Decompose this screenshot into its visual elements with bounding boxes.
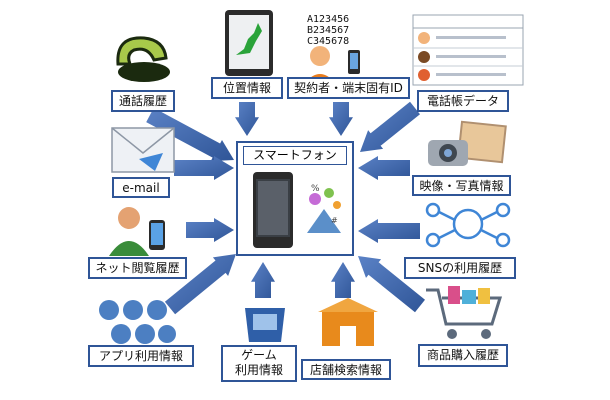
app-usage-label: アプリ利用情報 (88, 345, 194, 367)
shopping-cart-icon (426, 286, 503, 339)
game-console-icon (245, 308, 285, 342)
phonebook-label: 電話帳データ (417, 90, 509, 112)
game-label-line1: ゲーム (241, 348, 277, 362)
device-id-1: A123456 (307, 14, 350, 25)
arrow-phonebook (360, 101, 420, 152)
sns-network-icon (425, 202, 511, 248)
svg-text:#: # (331, 216, 338, 225)
contractor-id-label: 契約者・端末固有ID (287, 77, 410, 99)
arrow-purchase-history (358, 256, 425, 313)
device-id-2: B234567 (307, 25, 350, 36)
store-search-label: 店舗検索情報 (301, 359, 391, 380)
envelope-icon (111, 127, 175, 173)
arrow-net-browsing (186, 218, 234, 242)
telephone-icon (116, 36, 170, 82)
arrow-video-photo (358, 156, 410, 180)
smartphone-icon (253, 172, 293, 248)
email-label: e-mail (112, 177, 170, 198)
arrow-store-search (331, 262, 355, 298)
arrow-app-usage (164, 254, 236, 315)
purchase-history-label: 商品購入履歴 (418, 344, 508, 367)
arrow-location (235, 102, 259, 136)
person-browsing-icon (109, 207, 165, 256)
location-label: 位置情報 (211, 77, 283, 99)
arrow-sns-history (358, 219, 420, 243)
camera-photo-icon (428, 120, 507, 166)
phonebook-icon (412, 14, 524, 86)
sns-history-label: SNSの利用履歴 (404, 257, 516, 279)
arrow-email (174, 156, 234, 180)
arrow-call-history (146, 107, 234, 162)
svg-text:%: % (311, 184, 320, 194)
app-icons-icon (99, 300, 176, 344)
center-label: スマートフォン (243, 146, 347, 165)
arrow-game (251, 262, 275, 298)
arrow-contractor-id (329, 102, 353, 136)
net-browsing-label: ネット閲覧履歴 (88, 257, 187, 279)
map-phone-icon (225, 10, 273, 76)
video-photo-label: 映像・写真情報 (412, 175, 511, 196)
call-history-label: 通話履歴 (111, 90, 175, 112)
store-icon (318, 298, 378, 346)
ideas-icon: % # (307, 184, 341, 233)
game-label: ゲーム 利用情報 (221, 345, 297, 382)
device-id-3: C345678 (307, 36, 350, 47)
game-label-line2: 利用情報 (234, 363, 283, 377)
